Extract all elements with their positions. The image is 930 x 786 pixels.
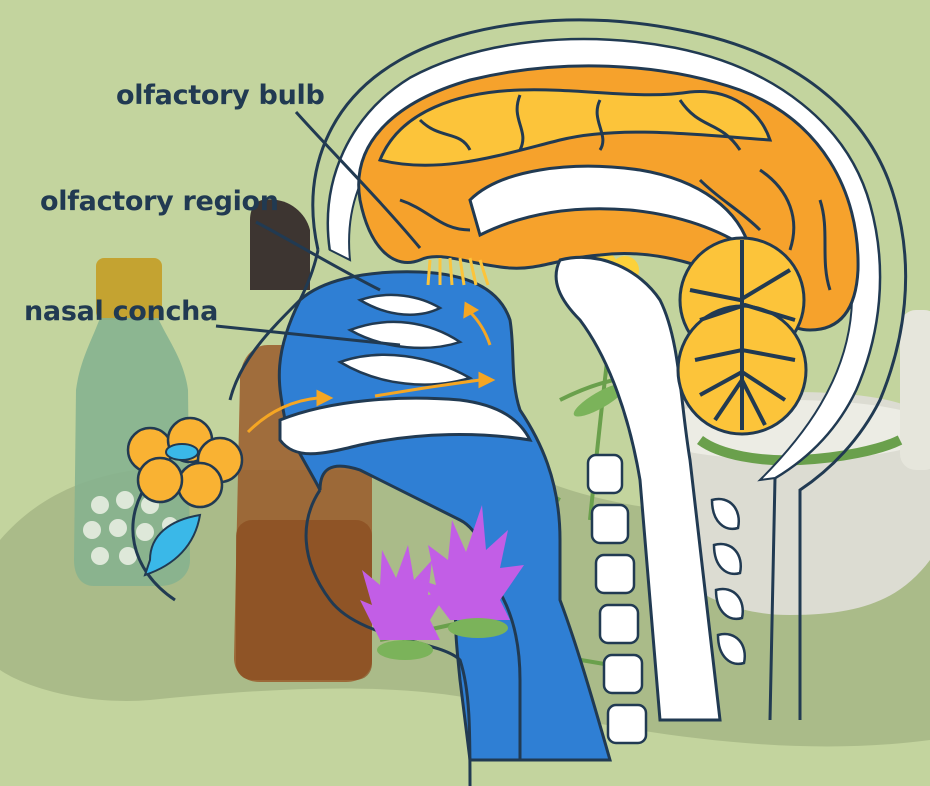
label-olfactory-region: olfactory region (40, 188, 279, 215)
label-nasal-concha: nasal concha (24, 298, 218, 325)
cerebellum (678, 238, 806, 434)
label-olfactory-bulb: olfactory bulb (116, 82, 324, 109)
